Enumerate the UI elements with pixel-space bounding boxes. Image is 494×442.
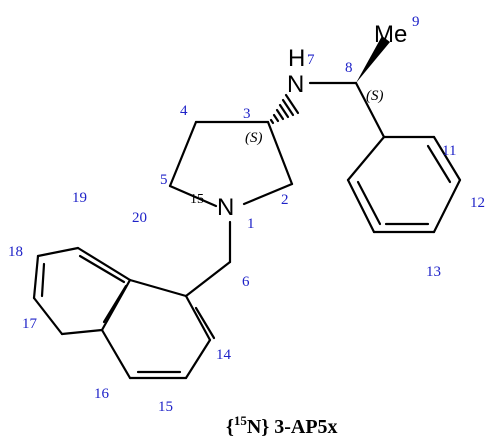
locant-c14: 14 <box>216 347 232 363</box>
locant-c2: 2 <box>281 192 289 208</box>
ring-n-isotope-label: 15 <box>190 192 204 207</box>
bond-c6-c10a <box>184 260 232 298</box>
locant-n1: 1 <box>247 216 255 232</box>
locant-c15: 15 <box>158 399 173 415</box>
naphthalene-system <box>32 246 216 380</box>
bond-c8-c10 <box>354 81 386 139</box>
bond-c5-n1 <box>168 184 218 208</box>
locant-c9: 9 <box>412 14 420 30</box>
locant-c18: 18 <box>8 244 23 260</box>
locant-n7: 7 <box>307 52 315 68</box>
methyl-label: Me <box>374 21 407 48</box>
locant-c4: 4 <box>180 103 188 119</box>
phenyl-ring <box>346 135 462 234</box>
stereo-c3: (S) <box>245 130 263 146</box>
hashed-bond-c3-n7 <box>269 93 300 125</box>
locant-c6: 6 <box>242 274 250 290</box>
bond-n1-c2 <box>242 182 294 206</box>
wedge-bond-c8-c9 <box>356 36 390 83</box>
locant-c8: 8 <box>345 60 353 76</box>
bond-c4-c5 <box>168 120 198 188</box>
pyrrolidine-ring <box>168 120 294 208</box>
compound-caption: {15N} 3-AP5x <box>226 413 338 438</box>
locant-c20: 20 <box>132 210 147 226</box>
locant-c17: 17 <box>22 316 38 332</box>
stereo-c8: (S) <box>366 88 384 104</box>
locant-c3: 3 <box>243 106 251 122</box>
amine-h-label: H <box>288 45 305 72</box>
locant-c12: 12 <box>470 195 485 211</box>
locant-c16: 16 <box>94 386 110 402</box>
amine-n-label: N <box>287 71 304 98</box>
bond-c2-c3 <box>266 120 294 186</box>
locant-c5: 5 <box>160 172 168 188</box>
locant-c13: 13 <box>426 264 441 280</box>
locant-c19: 19 <box>72 190 87 206</box>
ring-n-label: N <box>217 194 234 221</box>
locant-c11: 11 <box>442 143 456 159</box>
